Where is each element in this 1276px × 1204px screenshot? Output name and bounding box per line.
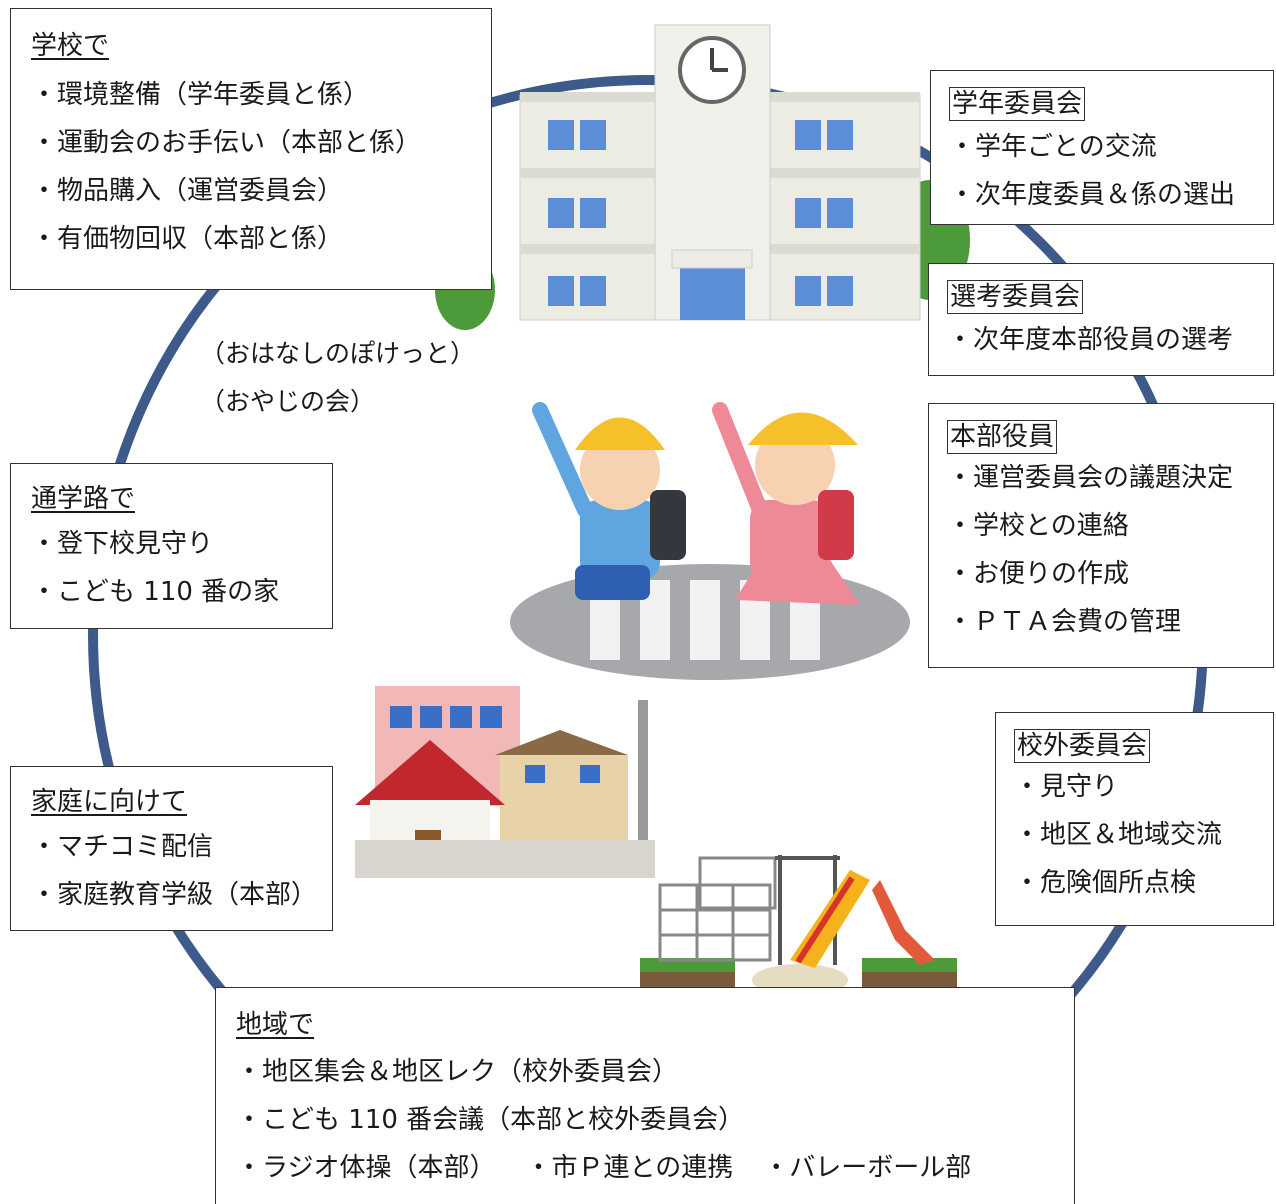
executive-item: お便りの作成 [947, 550, 1273, 598]
grade-committee-title: 学年委員会 [949, 87, 1086, 121]
children-crossing-illustration [510, 402, 910, 680]
home-item: マチコミ配信 [31, 823, 332, 871]
school-title: 学校で [31, 31, 110, 61]
executive-item: 学校との連絡 [947, 502, 1273, 550]
school-route-item: 登下校見守り [31, 520, 332, 568]
school-building-illustration [435, 24, 970, 330]
community-item: ラジオ体操（本部） [236, 1144, 495, 1192]
outside-committee-list: 見守り 地区＆地域交流 危険個所点検 [1014, 763, 1273, 907]
community-item: 地区集会＆地区レク（校外委員会） [236, 1048, 1074, 1096]
grade-committee-box: 学年委員会 学年ごとの交流 次年度委員＆係の選出 [930, 70, 1274, 225]
community-item: 市Ｐ連との連携 [526, 1144, 734, 1192]
executive-item: 運営委員会の議題決定 [947, 454, 1273, 502]
school-item: 運動会のお手伝い（本部と係） [31, 119, 491, 167]
selection-committee-item: 次年度本部役員の選考 [947, 316, 1273, 364]
school-list: 環境整備（学年委員と係） 運動会のお手伝い（本部と係） 物品購入（運営委員会） … [31, 71, 491, 263]
school-item: 環境整備（学年委員と係） [31, 71, 491, 119]
executive-title: 本部役員 [947, 420, 1058, 454]
school-route-title: 通学路で [31, 484, 136, 514]
community-bottom-row: ラジオ体操（本部） 市Ｐ連との連携 バレーボール部 [236, 1144, 1074, 1192]
grade-committee-item: 次年度委員＆係の選出 [949, 171, 1273, 219]
outside-committee-box: 校外委員会 見守り 地区＆地域交流 危険個所点検 [995, 712, 1274, 926]
home-title: 家庭に向けて [31, 787, 188, 817]
school-item: 有価物回収（本部と係） [31, 215, 491, 263]
community-box: 地域で 地区集会＆地区レク（校外委員会） こども 110 番会議（本部と校外委員… [215, 987, 1075, 1204]
home-item: 家庭教育学級（本部） [31, 871, 332, 919]
community-item: バレーボール部 [763, 1144, 971, 1192]
home-box: 家庭に向けて マチコミ配信 家庭教育学級（本部） [10, 766, 333, 931]
executive-list: 運営委員会の議題決定 学校との連絡 お便りの作成 ＰＴＡ会費の管理 [947, 454, 1273, 646]
home-list: マチコミ配信 家庭教育学級（本部） [31, 823, 332, 919]
selection-committee-list: 次年度本部役員の選考 [947, 316, 1273, 364]
executive-item: ＰＴＡ会費の管理 [947, 598, 1273, 646]
community-list: 地区集会＆地区レク（校外委員会） こども 110 番会議（本部と校外委員会） [236, 1048, 1074, 1144]
note-oyaji: （おやじの会） [200, 387, 376, 416]
executive-box: 本部役員 運営委員会の議題決定 学校との連絡 お便りの作成 ＰＴＡ会費の管理 [928, 403, 1274, 668]
school-route-item: こども 110 番の家 [31, 568, 332, 616]
selection-committee-box: 選考委員会 次年度本部役員の選考 [928, 263, 1274, 376]
school-activities-box: 学校で 環境整備（学年委員と係） 運動会のお手伝い（本部と係） 物品購入（運営委… [10, 8, 492, 290]
outside-committee-title: 校外委員会 [1014, 729, 1151, 763]
outside-committee-item: 見守り [1014, 763, 1273, 811]
community-item: こども 110 番会議（本部と校外委員会） [236, 1096, 1074, 1144]
houses-illustration [355, 686, 655, 878]
grade-committee-item: 学年ごとの交流 [949, 123, 1273, 171]
school-route-list: 登下校見守り こども 110 番の家 [31, 520, 332, 616]
school-item: 物品購入（運営委員会） [31, 167, 491, 215]
outside-committee-item: 危険個所点検 [1014, 859, 1273, 907]
school-route-box: 通学路で 登下校見守り こども 110 番の家 [10, 463, 333, 629]
selection-committee-title: 選考委員会 [947, 280, 1084, 314]
community-title: 地域で [236, 1010, 315, 1040]
grade-committee-list: 学年ごとの交流 次年度委員＆係の選出 [949, 123, 1273, 219]
note-ohanashi: （おはなしのぽけっと） [200, 339, 476, 368]
outside-committee-item: 地区＆地域交流 [1014, 811, 1273, 859]
